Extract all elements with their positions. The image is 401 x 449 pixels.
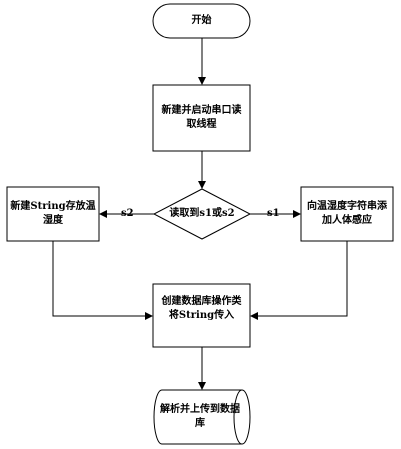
create-thread-label: 新建并启动串口读取线程 (161, 105, 242, 130)
start-label: 开始 (191, 15, 212, 26)
arrow-right-to-db (250, 241, 348, 320)
create-thread-box (152, 84, 251, 152)
right-process-box (300, 186, 394, 242)
right-box-label: 向温湿度字符串添加人体感应 (307, 201, 387, 226)
parse-upload-label: 解析并上传到数据库 (160, 404, 240, 429)
edge-label-s2: s2 (121, 208, 134, 219)
left-box-label: 新建String存放温湿度 (10, 201, 96, 226)
edge-label-s1: s1 (267, 208, 280, 219)
decision-label: 读取到s1或s2 (169, 208, 235, 219)
create-db-label: 创建数据库操作类将String传入 (161, 296, 242, 321)
database-cylinder (153, 389, 251, 445)
arrow-left-to-db (52, 241, 153, 320)
decision-diamond (152, 188, 252, 240)
